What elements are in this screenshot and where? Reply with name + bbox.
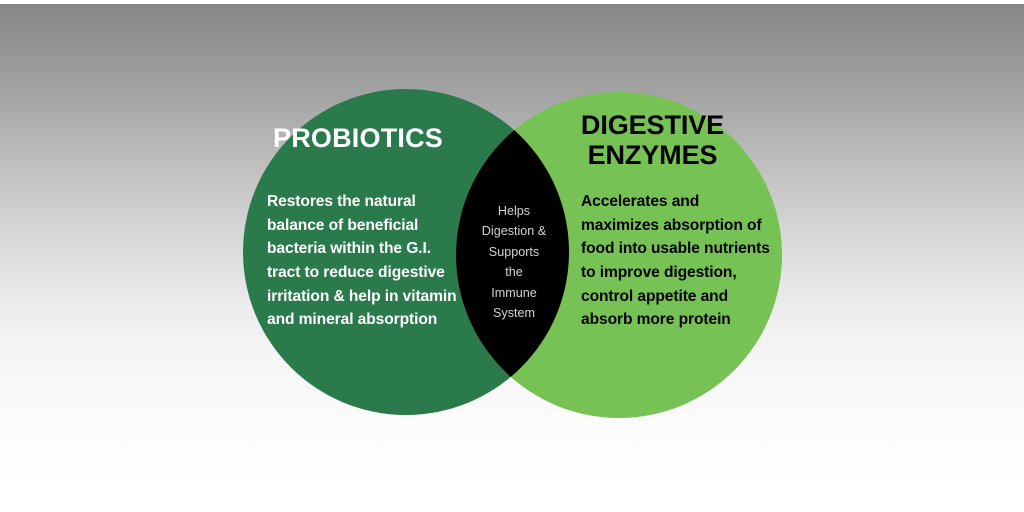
intersection-line: Digestion & bbox=[481, 224, 547, 239]
intersection-line: Helps bbox=[497, 204, 531, 218]
left-circle-body-text: Restores the natural balance of benefici… bbox=[267, 193, 457, 329]
intersection-text: Helps Digestion & Supports the Immune Sy… bbox=[466, 201, 562, 323]
intersection-line: Immune bbox=[491, 285, 537, 300]
right-circle-title-line-2: ENZYMES bbox=[587, 139, 718, 170]
intersection-lens-shape bbox=[456, 92, 569, 415]
right-circle-body-text: Accelerates and maximizes absorption of … bbox=[581, 193, 770, 329]
left-circle-title: PROBIOTICS bbox=[272, 123, 443, 153]
right-circle-title: DIGESTIVE ENZYMES bbox=[545, 110, 760, 170]
right-circle-title-line-1: DIGESTIVE bbox=[580, 110, 725, 140]
intersection-line: System bbox=[493, 305, 535, 320]
intersection-line: Supports bbox=[488, 244, 540, 259]
intersection-line: the bbox=[505, 265, 523, 280]
